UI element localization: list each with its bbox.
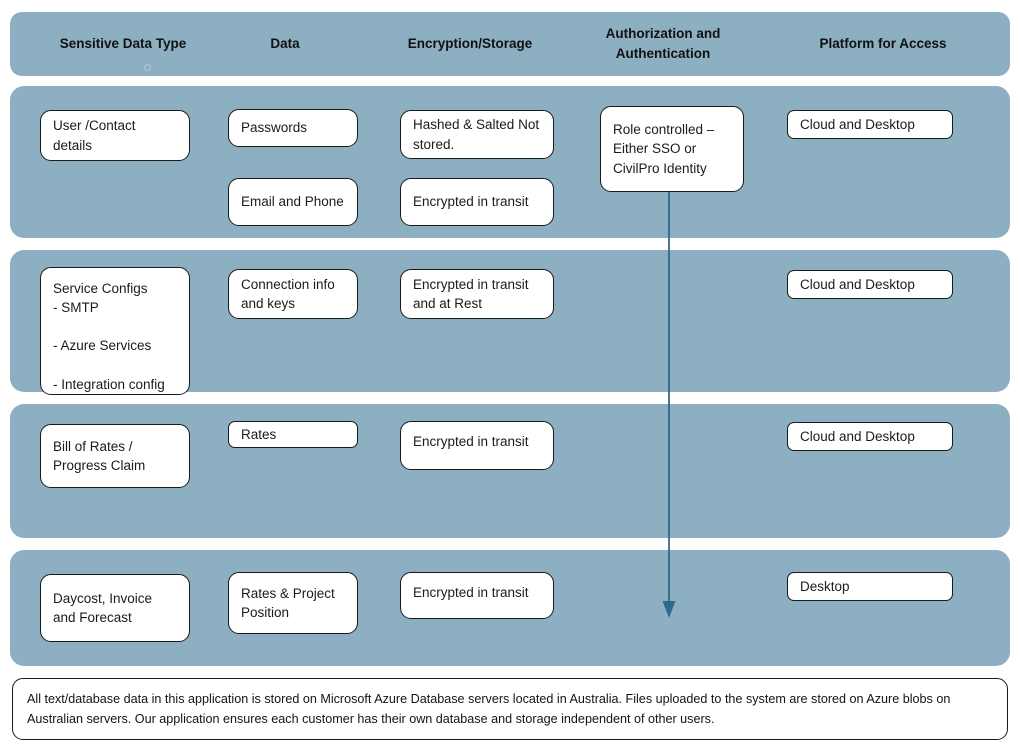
node-encryption-storage-row-1-item-2: Encrypted in transit — [400, 178, 554, 226]
node-sensitive-data-type-row-1: User /Contact details — [40, 110, 190, 161]
column-header-platform-for-access: Platform for Access — [819, 36, 947, 52]
node-platform-row-4: Desktop — [787, 572, 953, 601]
node-authorization-row-1: Role controlled – Either SSO or CivilPro… — [600, 106, 744, 192]
column-header-data: Data — [270, 36, 300, 52]
node-encryption-storage-row-3-item-1: Encrypted in transit — [400, 421, 554, 470]
node-data-row-2-item-1: Connection info and keys — [228, 269, 358, 319]
node-data-row-1-item-2: Email and Phone — [228, 178, 358, 226]
node-encryption-storage-row-4-item-1: Encrypted in transit — [400, 572, 554, 619]
node-data-row-3-item-1: Rates — [228, 421, 358, 448]
node-encryption-storage-row-2-item-1: Encrypted in transit and at Rest — [400, 269, 554, 319]
node-sensitive-data-type-row-4: Daycost, Invoice and Forecast — [40, 574, 190, 642]
node-data-row-4-item-1: Rates & Project Position — [228, 572, 358, 634]
node-data-row-1-item-1: Passwords — [228, 109, 358, 147]
table-header-band: Sensitive Data Type Data Encryption/Stor… — [10, 12, 1010, 76]
column-header-encryption-storage: Encryption/Storage — [407, 36, 533, 52]
node-sensitive-data-type-row-2: Service Configs - SMTP - Azure Services … — [40, 267, 190, 395]
header-marker-dot-icon — [144, 64, 151, 71]
node-sensitive-data-type-row-3: Bill of Rates / Progress Claim — [40, 424, 190, 488]
column-header-authorization-and-authentication: Authorization and Authentication — [605, 26, 721, 61]
node-platform-row-3: Cloud and Desktop — [787, 422, 953, 451]
node-platform-row-1: Cloud and Desktop — [787, 110, 953, 139]
column-header-sensitive-data-type: Sensitive Data Type — [59, 36, 187, 52]
node-platform-row-2: Cloud and Desktop — [787, 270, 953, 299]
node-encryption-storage-row-1-item-1: Hashed & Salted Not stored. — [400, 110, 554, 159]
footnote-data-residency: All text/database data in this applicati… — [12, 678, 1008, 740]
